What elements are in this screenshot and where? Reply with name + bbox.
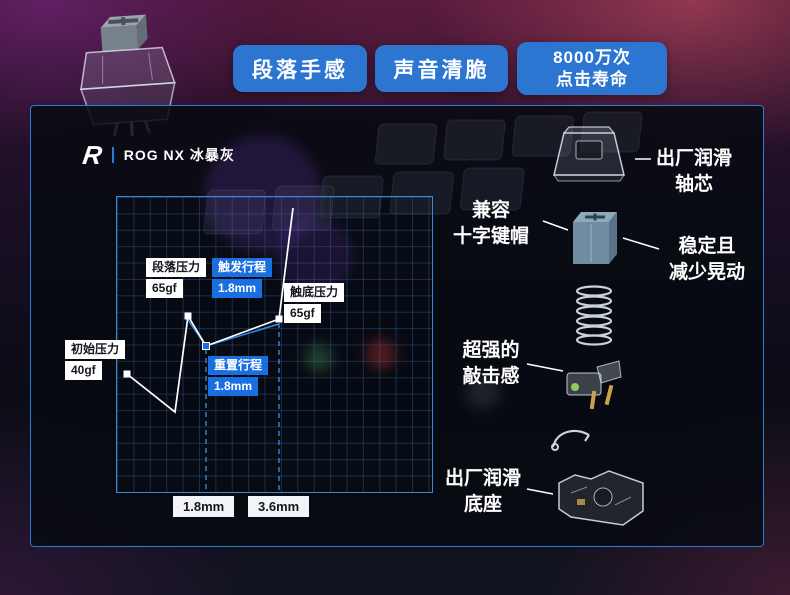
- axis-tick-total: 3.6mm: [248, 496, 310, 517]
- tactile-force-value: 65gf: [146, 279, 183, 298]
- badge-tactile-label: 段落手感: [252, 58, 348, 82]
- force-curve: [123, 207, 294, 492]
- initial-force-label: 初始压力: [65, 340, 126, 359]
- callout-feel: 超强的 敲击感: [451, 338, 531, 390]
- actuation-travel-value: 1.8mm: [212, 279, 263, 298]
- callout-stability-line2: 减少晃动: [668, 262, 745, 283]
- reset-travel-value: 1.8mm: [208, 377, 259, 396]
- reset-travel-tag: 重置行程 1.8mm: [208, 356, 269, 396]
- callout-keycap-line2: 十字键帽: [452, 226, 529, 247]
- actuation-travel-tag: 触发行程 1.8mm: [212, 258, 273, 298]
- initial-force-tag: 初始压力 40gf: [65, 340, 126, 380]
- callout-feel-line2: 敲击感: [462, 366, 520, 387]
- callout-stability: 稳定且 减少晃动: [659, 234, 755, 286]
- callout-stem-line1: 出厂润滑: [655, 148, 732, 169]
- callout-keycap-line1: 兼容: [471, 200, 510, 221]
- spring-image: [575, 285, 613, 346]
- badge-sound-label: 声音清脆: [393, 58, 490, 82]
- callout-base-line2: 底座: [463, 494, 502, 515]
- spec-panel: R ROG NX 冰暴灰 段落压力 65gf 触发行程 1.8mm: [30, 105, 764, 547]
- brand-row: R ROG NX 冰暴灰: [80, 140, 235, 170]
- callout-stem-line2: 轴芯: [674, 174, 713, 195]
- feature-badge-tactile: 段落手感: [233, 45, 367, 92]
- keyboard-background: [203, 111, 643, 409]
- callout-stem: 出厂润滑 轴芯: [651, 146, 737, 198]
- brand-divider: [111, 147, 114, 163]
- callout-keycap: 兼容 十字键帽: [439, 198, 543, 250]
- initial-force-value: 40gf: [65, 361, 102, 380]
- series-title: ROG NX 冰暴灰: [123, 147, 235, 163]
- rog-logo: R: [80, 140, 104, 170]
- callout-base: 出厂润滑 底座: [437, 466, 529, 518]
- feature-badge-lifespan: 8000万次 点击寿命: [517, 42, 667, 95]
- bottom-force-value: 65gf: [284, 304, 321, 323]
- bottom-force-tag: 触底压力 65gf: [284, 283, 345, 323]
- badge-lifespan-line1: 8000万次: [553, 47, 631, 67]
- top-housing-image: [553, 126, 625, 182]
- reset-travel-label: 重置行程: [208, 356, 269, 375]
- force-travel-chart: [116, 196, 433, 493]
- badge-lifespan-line2: 点击寿命: [556, 69, 628, 89]
- tactile-force-tag: 段落压力 65gf: [146, 258, 207, 298]
- leaf-wire-image: [551, 429, 590, 451]
- contact-assembly-image: [566, 360, 622, 410]
- stem-image: [573, 212, 617, 264]
- axis-tick-actuation: 1.8mm: [173, 496, 235, 517]
- callout-base-line1: 出厂润滑: [444, 468, 521, 489]
- actuation-travel-label: 触发行程: [212, 258, 273, 277]
- feature-badge-sound: 声音清脆: [375, 45, 508, 92]
- bottom-force-label: 触底压力: [284, 283, 345, 302]
- callout-stability-line1: 稳定且: [678, 236, 736, 257]
- tactile-force-label: 段落压力: [146, 258, 207, 277]
- bottom-housing-image: [558, 470, 644, 526]
- callout-feel-line1: 超强的: [462, 340, 520, 361]
